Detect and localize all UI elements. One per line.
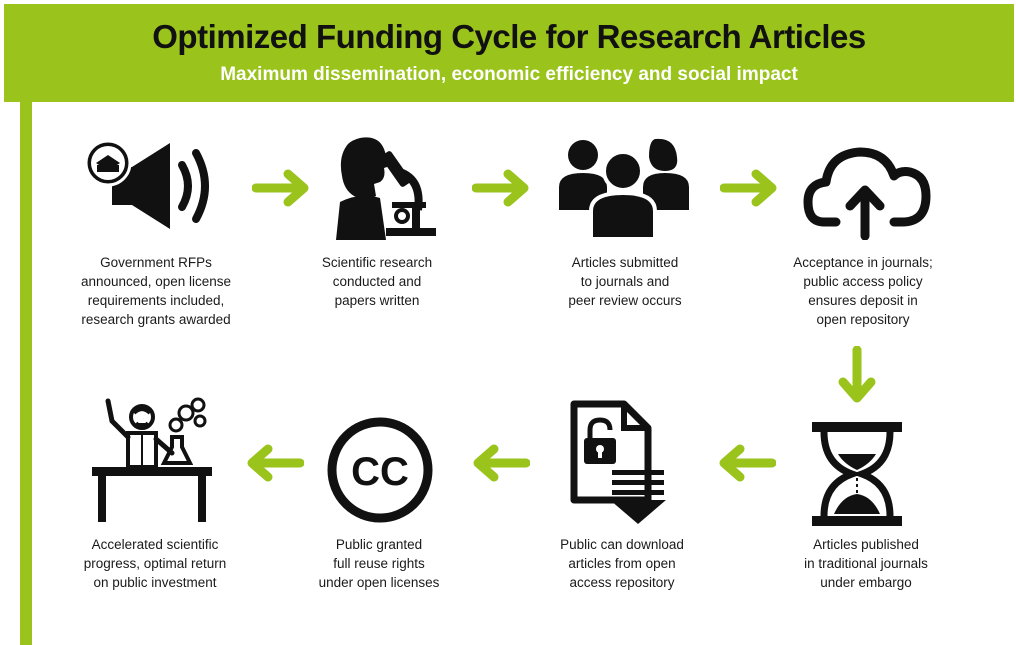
arrow-right-icon xyxy=(252,168,316,208)
document-download-icon xyxy=(568,400,668,528)
arrow-down-icon xyxy=(835,346,879,408)
step-caption-5: Articles published in traditional journa… xyxy=(804,537,928,590)
creative-commons-icon: CC xyxy=(325,415,435,525)
step-caption-2: Scientific research conducted and papers… xyxy=(321,255,433,308)
arrow-right-icon xyxy=(472,168,536,208)
step-caption-7: Public granted full reuse rights under o… xyxy=(318,537,440,590)
accent-side-bar xyxy=(20,100,32,645)
step-caption-8: Accelerated scientific progress, optimal… xyxy=(83,537,227,590)
step-caption-3: Articles submitted to journals and peer … xyxy=(568,255,682,308)
arrow-left-icon xyxy=(240,443,304,483)
arrow-left-icon xyxy=(712,443,776,483)
people-group-icon xyxy=(555,135,695,240)
step-caption-1: Government RFPs announced, open license … xyxy=(80,255,232,327)
cc-label: CC xyxy=(351,450,409,494)
cloud-upload-icon xyxy=(802,140,932,240)
hourglass-icon xyxy=(812,420,902,530)
scientist-microscope-icon xyxy=(330,132,440,242)
step-caption-4: Acceptance in journals; public access po… xyxy=(793,255,933,327)
arrow-right-icon xyxy=(720,168,784,208)
megaphone-government-icon xyxy=(82,135,232,235)
arrow-left-icon xyxy=(466,443,530,483)
header-banner: Optimized Funding Cycle for Research Art… xyxy=(4,4,1014,102)
page-subtitle: Maximum dissemination, economic efficien… xyxy=(220,64,798,85)
page-title: Optimized Funding Cycle for Research Art… xyxy=(152,18,866,55)
step-caption-6: Public can download articles from open a… xyxy=(560,537,684,590)
scientist-lab-icon xyxy=(90,395,220,525)
